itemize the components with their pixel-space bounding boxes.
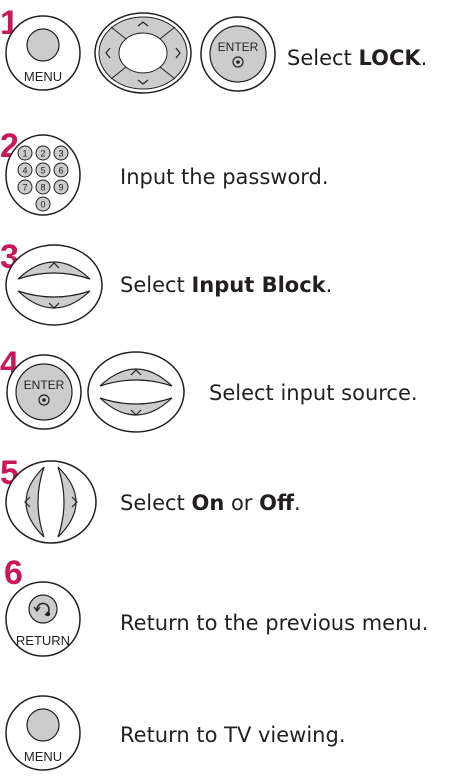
arrow-down-icon xyxy=(137,79,149,85)
step-1-bold: LOCK xyxy=(358,46,421,70)
keypad-key-0[interactable] xyxy=(35,196,51,212)
step-1-instruction: Select LOCK. xyxy=(287,45,427,71)
step-4-instruction: Select input source. xyxy=(209,381,418,405)
return-button-label: RETURN xyxy=(16,633,70,648)
step-5-text: Select xyxy=(120,491,192,515)
step-6-number: 6 xyxy=(4,554,23,592)
keypad-key-9[interactable] xyxy=(53,179,69,195)
enter-button[interactable]: ENTER xyxy=(4,352,84,432)
keypad-key-label: 0 xyxy=(40,200,45,210)
keypad-key-3[interactable] xyxy=(53,145,69,161)
down-key[interactable] xyxy=(17,290,91,309)
return-button[interactable]: RETURN xyxy=(4,580,82,658)
up-down-keys[interactable] xyxy=(86,350,186,434)
step-1-text: Select xyxy=(287,46,359,70)
step-2-instruction: Input the password. xyxy=(120,165,329,189)
up-key[interactable] xyxy=(17,261,91,280)
navigation-cross[interactable] xyxy=(92,11,194,95)
keypad-key-label: 2 xyxy=(40,149,45,159)
arrow-left-icon xyxy=(105,47,111,59)
down-key[interactable] xyxy=(99,397,173,416)
step-7-instruction: Return to TV viewing. xyxy=(120,723,346,747)
keypad-key-8[interactable] xyxy=(35,179,51,195)
keypad-key-2[interactable] xyxy=(35,145,51,161)
step-6-instruction: Return to the previous menu. xyxy=(120,611,429,635)
keypad-key-label: 9 xyxy=(58,183,63,193)
arrow-right-icon xyxy=(175,47,181,59)
keypad-key-4[interactable] xyxy=(17,162,33,178)
step-5-punct: . xyxy=(294,491,301,515)
left-right-keys[interactable] xyxy=(4,459,98,545)
arrow-down-icon xyxy=(48,302,60,309)
keypad-key-label: 4 xyxy=(22,166,27,176)
return-arrow-icon xyxy=(33,602,51,617)
step-3-text: Select xyxy=(120,273,192,297)
keypad-key-label: 3 xyxy=(58,149,63,159)
up-down-keys[interactable] xyxy=(4,243,104,327)
arrow-left-icon xyxy=(24,496,31,508)
menu-button-label: MENU xyxy=(24,749,62,764)
keypad-key-6[interactable] xyxy=(53,162,69,178)
right-key[interactable] xyxy=(57,466,77,538)
number-keypad[interactable]: 1 2 3 4 5 6 7 8 9 0 xyxy=(4,133,82,217)
step-5-instruction: Select On or Off. xyxy=(120,490,301,516)
step-5-or: or xyxy=(224,491,260,515)
keypad-key-label: 6 xyxy=(58,166,63,176)
step-1-punct: . xyxy=(420,46,428,70)
arrow-up-icon xyxy=(137,21,149,27)
keypad-key-label: 1 xyxy=(22,149,27,159)
up-key[interactable] xyxy=(99,368,173,387)
enter-button[interactable]: ENTER xyxy=(198,14,278,94)
left-key[interactable] xyxy=(25,466,45,538)
step-3-instruction: Select Input Block. xyxy=(120,272,332,298)
enter-dot-icon xyxy=(232,56,244,68)
keypad-key-1[interactable] xyxy=(17,145,33,161)
keypad-key-5[interactable] xyxy=(35,162,51,178)
keypad-key-7[interactable] xyxy=(17,179,33,195)
enter-button-label: ENTER xyxy=(218,40,259,54)
step-5-bold-on: On xyxy=(191,491,225,515)
menu-button-label: MENU xyxy=(24,69,62,84)
menu-button[interactable]: MENU xyxy=(4,694,82,772)
step-3-bold: Input Block xyxy=(191,273,326,297)
keypad-key-label: 5 xyxy=(40,166,45,176)
step-3-punct: . xyxy=(325,273,333,297)
step-5-bold-off: Off xyxy=(259,491,294,515)
menu-button[interactable]: MENU xyxy=(4,14,82,92)
arrow-up-icon xyxy=(48,262,60,269)
arrow-down-icon xyxy=(130,409,142,416)
arrow-up-icon xyxy=(130,369,142,376)
arrow-right-icon xyxy=(71,496,78,508)
enter-button-label: ENTER xyxy=(24,378,65,392)
enter-dot-icon xyxy=(38,394,50,406)
keypad-key-label: 7 xyxy=(22,183,27,193)
keypad-key-label: 8 xyxy=(40,183,45,193)
